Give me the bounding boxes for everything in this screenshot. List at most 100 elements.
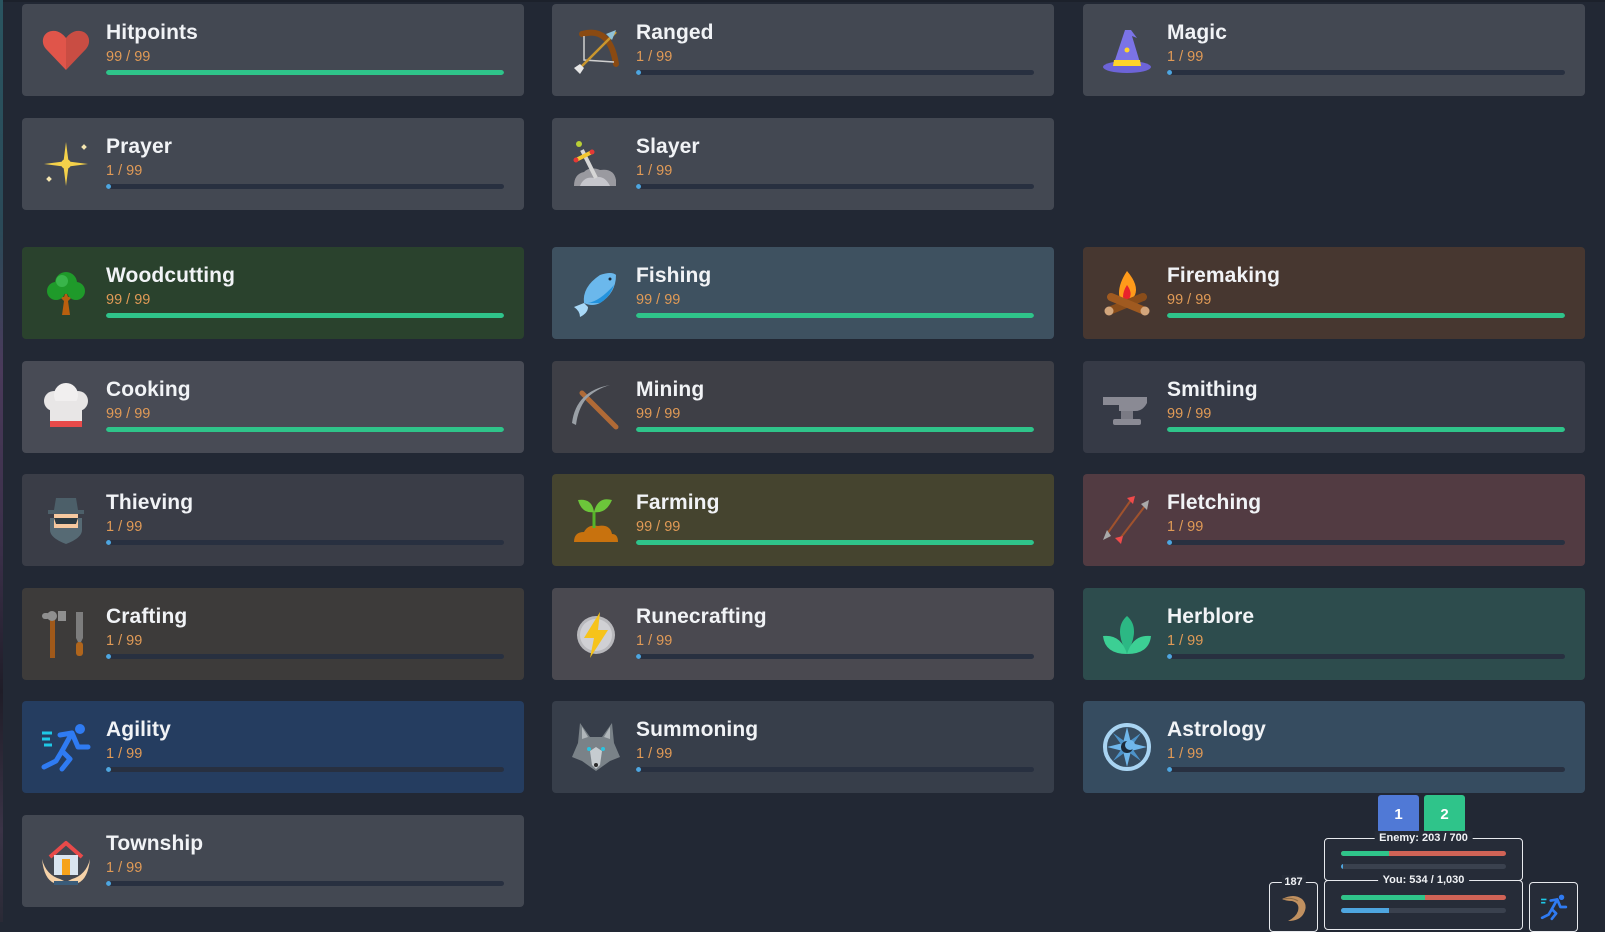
skill-progress-bar — [106, 184, 504, 189]
skill-level: 99 / 99 — [636, 292, 681, 308]
compass-star-icon — [1101, 721, 1153, 773]
skill-card-thieving[interactable]: Thieving 1 / 99 — [22, 474, 524, 566]
skill-card-firemaking[interactable]: Firemaking 99 / 99 — [1083, 247, 1585, 339]
skill-progress-bar — [1167, 540, 1565, 545]
wolf-icon — [570, 721, 622, 773]
skill-name: Mining — [636, 378, 705, 401]
skill-level: 1 / 99 — [106, 633, 143, 649]
skill-name: Firemaking — [1167, 264, 1281, 287]
skill-card-crafting[interactable]: Crafting 1 / 99 — [22, 588, 524, 680]
attack-style-2-button[interactable]: 2 — [1424, 795, 1465, 833]
skill-level: 1 / 99 — [636, 49, 673, 65]
skill-card-ranged[interactable]: Ranged 1 / 99 — [552, 4, 1054, 96]
skill-name: Crafting — [106, 605, 188, 628]
skill-name: Farming — [636, 491, 720, 514]
skill-name: Thieving — [106, 491, 194, 514]
anvil-icon — [1101, 381, 1153, 433]
skill-level: 99 / 99 — [636, 406, 681, 422]
skill-progress-bar — [106, 70, 504, 75]
attack-style-1-button[interactable]: 1 — [1378, 795, 1419, 833]
skill-name: Fishing — [636, 264, 712, 287]
shrimp-icon — [1282, 896, 1306, 921]
herb-leaves-icon — [1101, 608, 1153, 660]
skill-level: 1 / 99 — [1167, 633, 1204, 649]
bow-arrow-icon — [570, 24, 622, 76]
wizard-hat-icon — [1101, 24, 1153, 76]
enemy-attack-bar — [1341, 864, 1506, 869]
skill-card-fishing[interactable]: Fishing 99 / 99 — [552, 247, 1054, 339]
skill-progress-bar — [636, 654, 1034, 659]
skill-card-summoning[interactable]: Summoning 1 / 99 — [552, 701, 1054, 793]
skill-name: Cooking — [106, 378, 191, 401]
skill-progress-bar — [1167, 654, 1565, 659]
skill-progress-bar — [636, 70, 1034, 75]
eat-food-button[interactable]: 187 — [1269, 875, 1318, 932]
tree-icon — [40, 267, 92, 319]
skill-level: 1 / 99 — [106, 746, 143, 762]
skill-level: 1 / 99 — [1167, 519, 1204, 535]
arrows-icon — [1101, 494, 1153, 546]
player-hp-label: You: 534 / 1,030 — [1377, 873, 1470, 887]
skill-card-herblore[interactable]: Herblore 1 / 99 — [1083, 588, 1585, 680]
skill-card-township[interactable]: Township 1 / 99 — [22, 815, 524, 907]
skill-name: Herblore — [1167, 605, 1255, 628]
skill-name: Woodcutting — [106, 264, 236, 287]
player-status-box: You: 534 / 1,030 — [1324, 873, 1523, 930]
skill-card-prayer[interactable]: Prayer 1 / 99 — [22, 118, 524, 210]
skill-card-woodcutting[interactable]: Woodcutting 99 / 99 — [22, 247, 524, 339]
skill-card-agility[interactable]: Agility 1 / 99 — [22, 701, 524, 793]
sprout-icon — [570, 494, 622, 546]
skill-level: 99 / 99 — [636, 519, 681, 535]
skill-progress-bar — [636, 540, 1034, 545]
chef-hat-icon — [40, 381, 92, 433]
skill-name: Prayer — [106, 135, 172, 158]
campfire-icon — [1101, 267, 1153, 319]
skill-level: 1 / 99 — [106, 519, 143, 535]
skill-card-runecrafting[interactable]: Runecrafting 1 / 99 — [552, 588, 1054, 680]
sparkle-icon — [40, 138, 92, 190]
skill-progress-bar — [1167, 767, 1565, 772]
top-border — [0, 0, 1605, 2]
skill-name: Astrology — [1167, 718, 1266, 741]
background-strip — [0, 0, 3, 922]
skill-level: 1 / 99 — [106, 860, 143, 876]
skill-level: 99 / 99 — [106, 406, 151, 422]
skill-name: Summoning — [636, 718, 759, 741]
house-hands-icon — [40, 835, 92, 887]
lightning-rune-icon — [570, 608, 622, 660]
skill-progress-bar — [106, 654, 504, 659]
player-attack-bar — [1341, 908, 1506, 913]
skill-progress-bar — [636, 184, 1034, 189]
skill-level: 99 / 99 — [1167, 292, 1212, 308]
skill-progress-bar — [1167, 313, 1565, 318]
skill-card-slayer[interactable]: Slayer 1 / 99 — [552, 118, 1054, 210]
skill-card-smithing[interactable]: Smithing 99 / 99 — [1083, 361, 1585, 453]
sword-in-stone-icon — [570, 138, 622, 190]
skill-name: Runecrafting — [636, 605, 767, 628]
skill-level: 1 / 99 — [1167, 746, 1204, 762]
skill-level: 1 / 99 — [636, 163, 673, 179]
food-count: 187 — [1281, 875, 1306, 889]
skill-card-cooking[interactable]: Cooking 99 / 99 — [22, 361, 524, 453]
skill-name: Township — [106, 832, 204, 855]
skill-level: 1 / 99 — [1167, 49, 1204, 65]
skill-level: 1 / 99 — [636, 633, 673, 649]
run-button[interactable] — [1529, 882, 1578, 932]
skill-level: 99 / 99 — [106, 292, 151, 308]
skill-progress-bar — [106, 427, 504, 432]
skill-level: 99 / 99 — [1167, 406, 1212, 422]
skill-card-mining[interactable]: Mining 99 / 99 — [552, 361, 1054, 453]
skill-card-hitpoints[interactable]: Hitpoints 99 / 99 — [22, 4, 524, 96]
skill-name: Ranged — [636, 21, 714, 44]
heart-icon — [40, 24, 92, 76]
skill-card-magic[interactable]: Magic 1 / 99 — [1083, 4, 1585, 96]
hammer-chisel-icon — [40, 608, 92, 660]
skill-card-fletching[interactable]: Fletching 1 / 99 — [1083, 474, 1585, 566]
skill-card-astrology[interactable]: Astrology 1 / 99 — [1083, 701, 1585, 793]
skill-level: 1 / 99 — [636, 746, 673, 762]
skill-name: Slayer — [636, 135, 700, 158]
skill-progress-bar — [106, 881, 504, 886]
skill-progress-bar — [106, 540, 504, 545]
skill-card-farming[interactable]: Farming 99 / 99 — [552, 474, 1054, 566]
pickaxe-icon — [570, 381, 622, 433]
